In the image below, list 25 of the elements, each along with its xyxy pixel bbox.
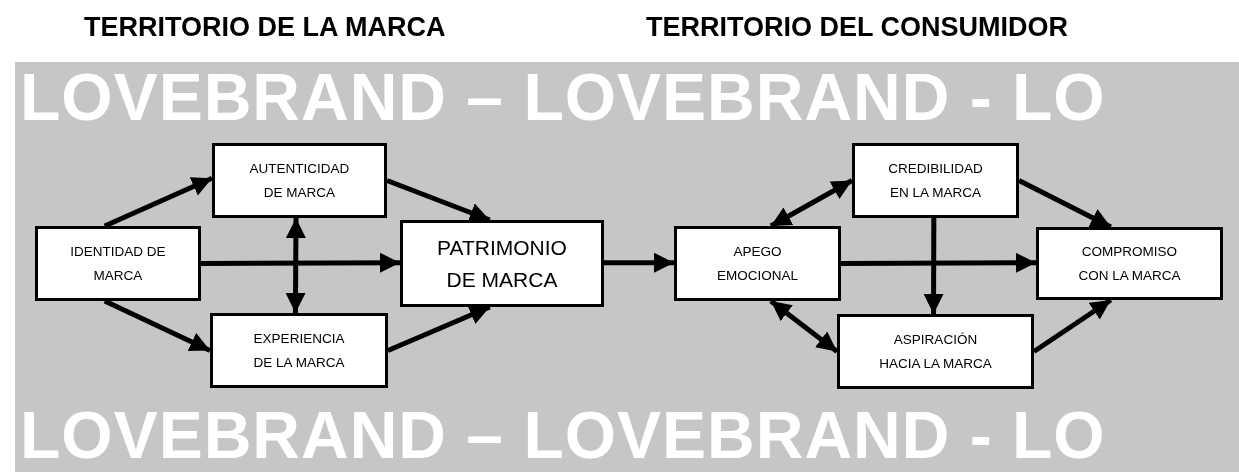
arrow [769, 178, 854, 229]
arrow [1017, 178, 1112, 230]
arrow [923, 218, 944, 314]
watermark-text: LOVEBRAND – LOVEBRAND - LO [20, 66, 1106, 128]
arrow [1032, 297, 1113, 354]
arrow [103, 298, 212, 353]
arrow [201, 252, 400, 273]
section-heading: TERRITORIO DEL CONSUMIDOR [646, 12, 1069, 43]
concept-box: ASPIRACIÓN HACIA LA MARCA [837, 314, 1034, 389]
arrow [285, 218, 306, 313]
concept-box: IDENTIDAD DE MARCA [35, 226, 201, 301]
watermark-text: LOVEBRAND – LOVEBRAND - LO [20, 404, 1106, 466]
arrow [604, 252, 674, 273]
concept-box: AUTENTICIDAD DE MARCA [212, 143, 387, 218]
concept-box: APEGO EMOCIONAL [674, 226, 841, 301]
concept-box: COMPROMISO CON LA MARCA [1036, 227, 1223, 300]
concept-box: CREDIBILIDAD EN LA MARCA [852, 143, 1019, 218]
concept-box: EXPERIENCIA DE LA MARCA [210, 313, 388, 388]
concept-box: PATRIMONIO DE MARCA [400, 220, 604, 307]
arrow [769, 299, 839, 354]
arrow [386, 178, 491, 223]
section-heading: TERRITORIO DE LA MARCA [84, 12, 446, 43]
arrow [387, 304, 491, 353]
arrow [103, 175, 213, 229]
arrow [841, 252, 1036, 273]
